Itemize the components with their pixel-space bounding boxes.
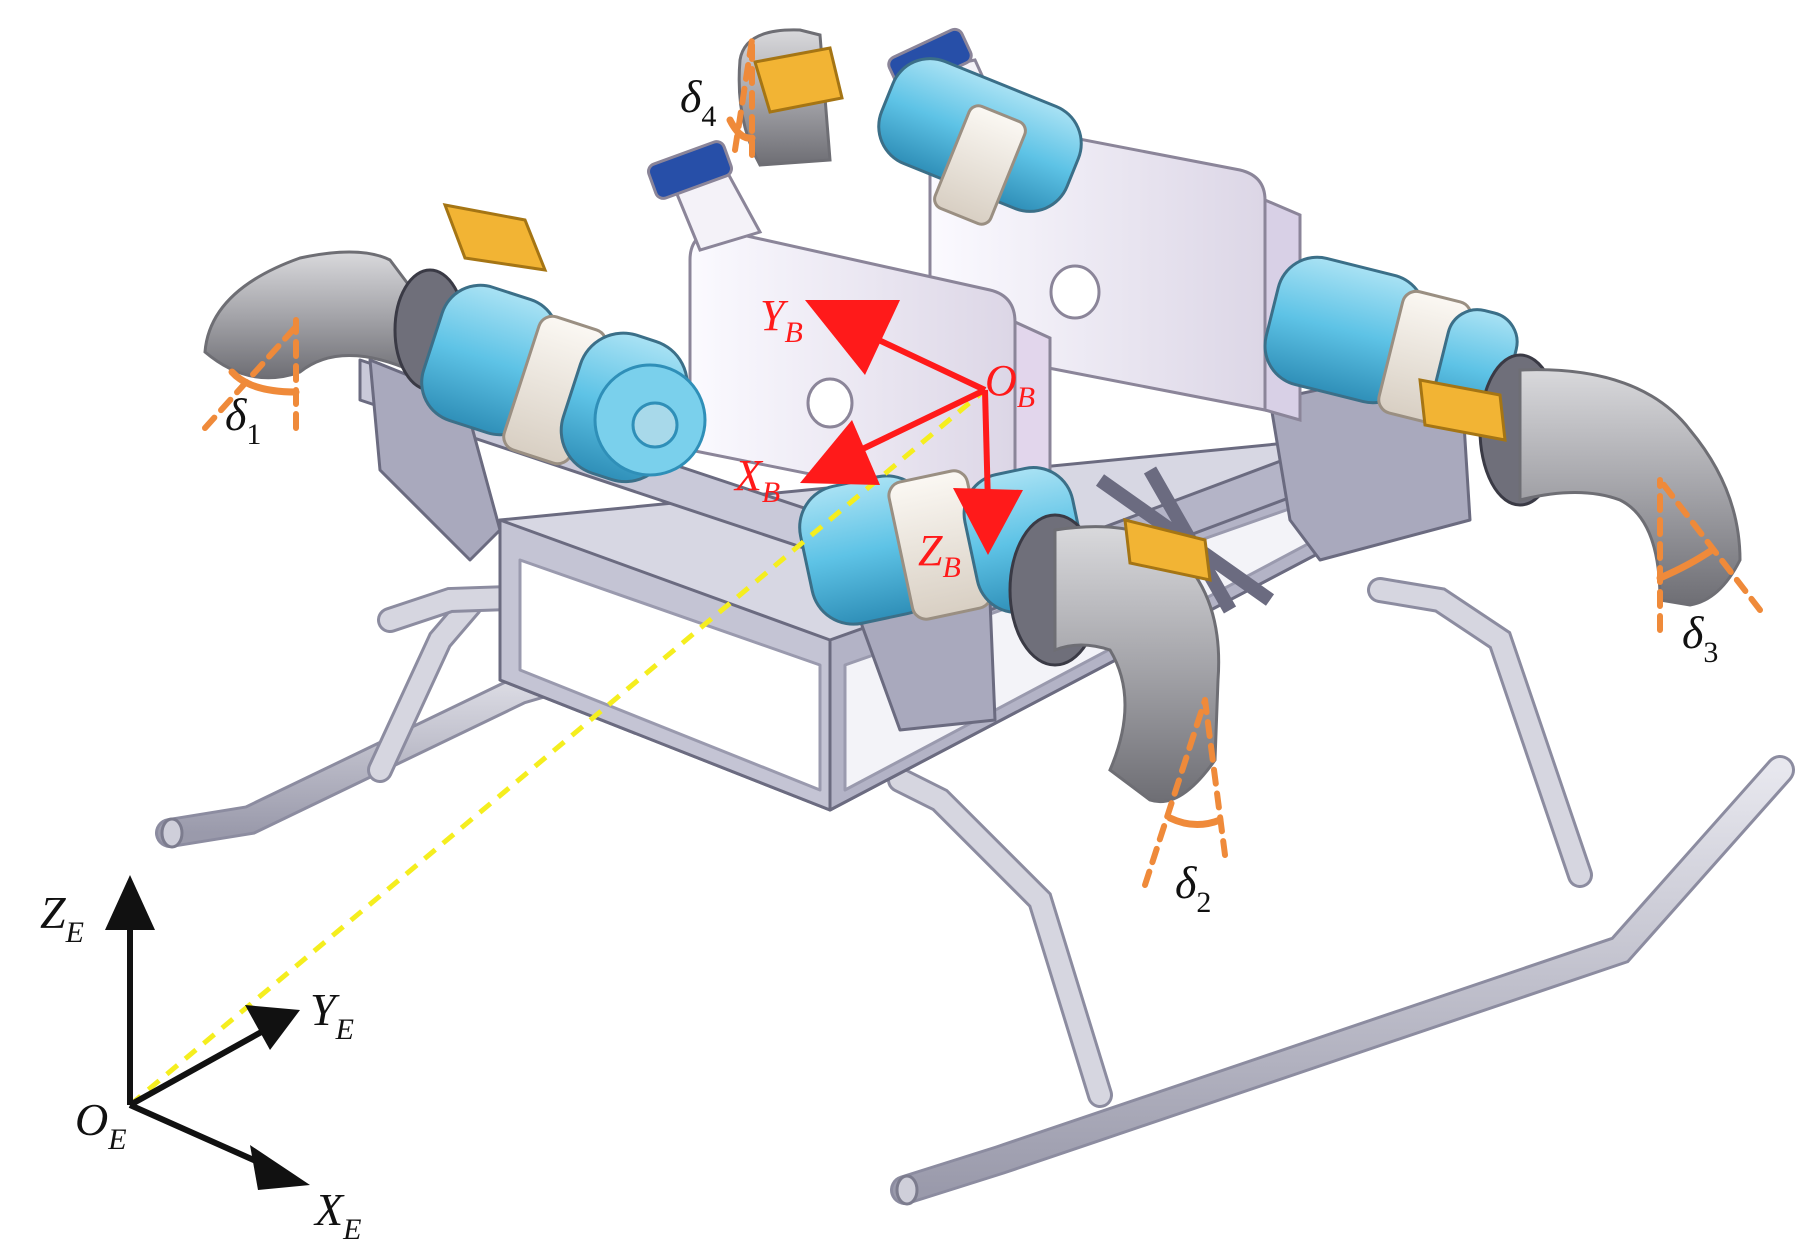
thruster-1 (203, 203, 707, 484)
earth-y-axis (128, 1027, 267, 1108)
delta-1-label: δ1 (225, 389, 261, 451)
body-x-arrowhead (800, 420, 880, 485)
thruster-4 (737, 28, 1083, 226)
earth-y-arrowhead (245, 1005, 300, 1050)
earth-x-arrowhead (250, 1145, 310, 1190)
body-x-axis (848, 387, 987, 458)
delta-4-label: δ4 (680, 71, 716, 133)
body-z-label: ZB (918, 526, 961, 584)
body-y-arrowhead (805, 300, 900, 375)
body-z-arrowhead (953, 488, 1023, 555)
earth-z-label: ZE (40, 887, 84, 949)
earth-y-label: YE (310, 984, 354, 1046)
deflection-angle-markers (202, 37, 1763, 888)
body-x-label: XB (733, 451, 780, 509)
body-z-axis (982, 389, 991, 506)
earth-frame-axes (105, 875, 310, 1190)
thruster-3 (1263, 255, 1742, 607)
earth-origin-label: OE (75, 1094, 127, 1156)
earth-x-axis (128, 1102, 267, 1168)
body-frame-axes (800, 300, 1023, 555)
earth-x-label: XE (313, 1184, 361, 1246)
delta-2-label: δ2 (1175, 857, 1211, 919)
landing-skids (155, 577, 1795, 1206)
position-vector-line (128, 388, 987, 1107)
earth-z-arrowhead (105, 875, 155, 930)
body-origin-label: OB (985, 356, 1035, 414)
delta-3-label: δ3 (1682, 607, 1718, 669)
body-y-label: YB (760, 291, 803, 349)
